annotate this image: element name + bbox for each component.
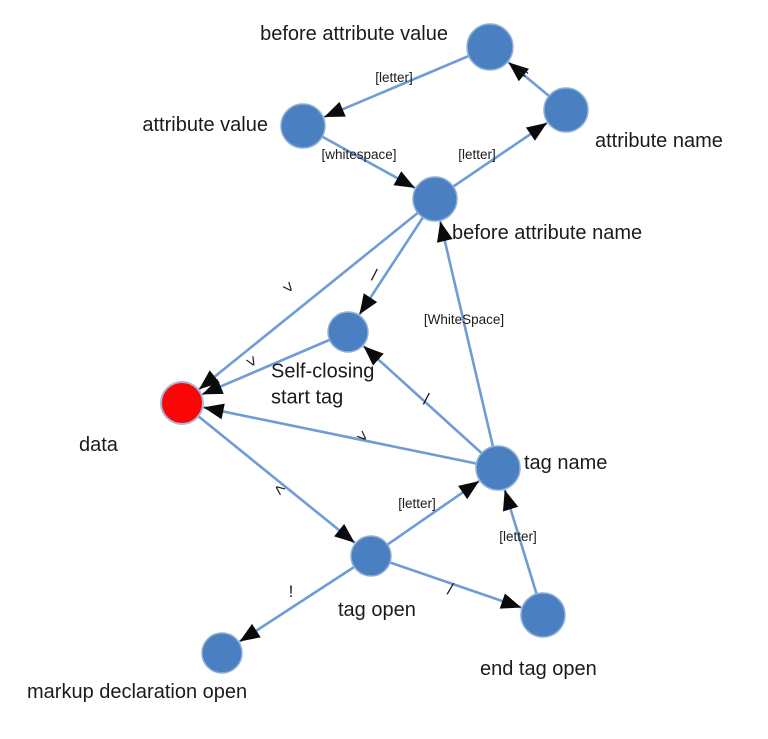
transition-edge-tag-name-to-data xyxy=(203,403,499,470)
state-node-data xyxy=(160,381,204,425)
transition-edge-self-closing-start-tag-to-data xyxy=(201,330,349,396)
transition-edge-tag-name-to-before-attribute-name xyxy=(437,221,500,469)
transition-edge-before-attribute-value-to-attribute-value xyxy=(323,45,491,119)
state-node-before-attribute-value xyxy=(466,23,514,71)
transition-edge-before-attribute-name-to-data xyxy=(198,197,436,391)
state-node-attribute-name xyxy=(543,87,589,133)
state-node-self-closing-start-tag xyxy=(327,311,369,353)
state-node-tag-name xyxy=(475,445,521,491)
state-node-before-attribute-name xyxy=(412,176,458,222)
state-node-attribute-value xyxy=(280,103,326,149)
transition-edge-data-to-tag-open xyxy=(181,401,356,544)
transition-edge-before-attribute-name-to-self-closing-start-tag xyxy=(358,198,437,316)
state-node-tag-open xyxy=(350,535,392,577)
state-node-markup-declaration-open xyxy=(201,632,243,674)
transition-edge-tag-open-to-end-tag-open xyxy=(370,554,522,609)
transition-edge-tag-name-to-self-closing-start-tag xyxy=(362,345,499,469)
transition-edge-tag-open-to-tag-name xyxy=(370,480,480,558)
transition-edge-tag-open-to-markup-declaration-open xyxy=(238,554,372,643)
state-node-end-tag-open xyxy=(520,592,566,638)
